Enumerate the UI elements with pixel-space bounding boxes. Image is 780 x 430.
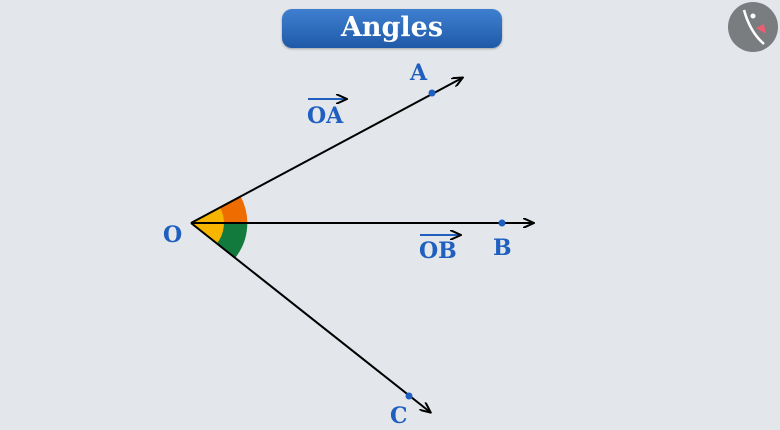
vector-oa: OA xyxy=(307,103,344,129)
label-c: C xyxy=(390,403,408,429)
ray-oc xyxy=(190,222,430,412)
point-a xyxy=(428,89,436,97)
label-o: O xyxy=(163,222,183,248)
channel-logo-icon xyxy=(728,2,778,52)
arc-inner-yellow xyxy=(191,207,224,244)
point-b xyxy=(498,219,506,227)
point-c xyxy=(405,392,413,400)
vector-ob: OB xyxy=(419,238,457,264)
label-b: B xyxy=(493,235,512,261)
label-a: A xyxy=(410,60,428,86)
title-banner: Angles xyxy=(282,9,502,48)
ray-oa xyxy=(190,78,462,224)
